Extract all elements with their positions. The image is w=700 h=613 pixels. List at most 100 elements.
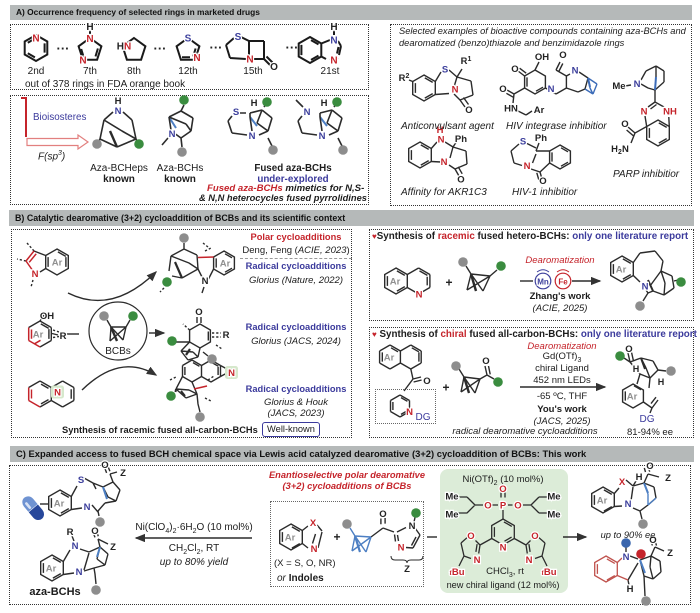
svg-text:H: H bbox=[321, 98, 328, 109]
svg-text:O: O bbox=[270, 62, 278, 73]
svg-text:N: N bbox=[526, 555, 533, 566]
svg-text:Z: Z bbox=[110, 542, 116, 553]
svg-text:N: N bbox=[330, 36, 337, 47]
svg-text:+: + bbox=[442, 381, 449, 395]
svg-text:N: N bbox=[524, 161, 531, 172]
svg-text:tBu: tBu bbox=[541, 567, 556, 578]
svg-text:Fe: Fe bbox=[558, 278, 568, 287]
svg-text:Z: Z bbox=[665, 473, 671, 484]
svg-text:Me: Me bbox=[445, 492, 458, 503]
svg-text:O: O bbox=[646, 461, 653, 472]
svg-text:Z: Z bbox=[120, 468, 126, 479]
svg-text:P: P bbox=[500, 501, 507, 512]
svg-text:S: S bbox=[520, 137, 526, 148]
svg-text:O: O bbox=[482, 356, 489, 367]
svg-text:O: O bbox=[467, 531, 474, 542]
svg-text:N: N bbox=[32, 269, 39, 280]
svg-text:···: ··· bbox=[57, 41, 70, 56]
svg-text:H: H bbox=[636, 472, 643, 483]
svg-text:S: S bbox=[78, 475, 84, 486]
svg-text:R2: R2 bbox=[399, 73, 410, 84]
svg-text:Ph: Ph bbox=[535, 133, 547, 144]
svg-text:H: H bbox=[437, 125, 444, 136]
svg-text:Ph: Ph bbox=[455, 134, 467, 145]
svg-text:Ar: Ar bbox=[46, 564, 57, 575]
svg-text:Z: Z bbox=[404, 564, 410, 575]
svg-text:O: O bbox=[559, 50, 566, 61]
svg-text:O: O bbox=[379, 509, 386, 520]
svg-text:OH: OH bbox=[535, 52, 549, 63]
svg-text:R: R bbox=[60, 331, 67, 342]
svg-text:N: N bbox=[623, 552, 630, 563]
svg-text:N: N bbox=[452, 85, 459, 96]
svg-text:O: O bbox=[195, 307, 202, 318]
svg-text:X: X bbox=[310, 518, 317, 529]
svg-text:+: + bbox=[445, 276, 452, 290]
svg-text:N: N bbox=[634, 79, 641, 90]
svg-text:N: N bbox=[441, 157, 448, 168]
svg-text:R1: R1 bbox=[461, 56, 472, 67]
svg-text:HN: HN bbox=[117, 42, 131, 53]
svg-text:N: N bbox=[84, 502, 91, 513]
svg-text:H: H bbox=[658, 377, 665, 387]
svg-text:O: O bbox=[499, 484, 506, 495]
svg-text:N: N bbox=[641, 107, 648, 118]
svg-text:N: N bbox=[409, 521, 416, 532]
svg-text:H: H bbox=[633, 364, 640, 374]
svg-text:N: N bbox=[548, 84, 555, 95]
svg-text:NH: NH bbox=[663, 107, 677, 118]
svg-text:N: N bbox=[79, 56, 86, 67]
svg-text:Ar: Ar bbox=[285, 533, 296, 544]
svg-text:R: R bbox=[223, 330, 230, 341]
svg-text:Me: Me bbox=[445, 510, 458, 521]
svg-text:Ar: Ar bbox=[54, 499, 65, 510]
svg-text:N: N bbox=[474, 555, 481, 566]
svg-text:O: O bbox=[625, 344, 632, 355]
svg-text:O: O bbox=[649, 535, 656, 546]
svg-text:O: O bbox=[465, 105, 472, 116]
svg-text:N: N bbox=[304, 107, 311, 118]
svg-text:tBu: tBu bbox=[449, 567, 464, 578]
svg-text:N: N bbox=[398, 543, 405, 554]
svg-text:Ar: Ar bbox=[616, 265, 627, 276]
svg-text:O: O bbox=[514, 501, 521, 512]
svg-text:N: N bbox=[330, 56, 337, 67]
svg-text:H2N: H2N bbox=[611, 144, 629, 156]
svg-text:H: H bbox=[251, 98, 258, 109]
svg-text:Ar: Ar bbox=[384, 353, 395, 364]
svg-text:S: S bbox=[442, 65, 448, 76]
svg-text:N: N bbox=[228, 368, 235, 379]
svg-text:OH: OH bbox=[40, 311, 54, 322]
svg-text:Me: Me bbox=[547, 492, 560, 503]
svg-text:···: ··· bbox=[286, 40, 299, 55]
svg-text:O: O bbox=[91, 526, 98, 537]
svg-text:N: N bbox=[72, 541, 79, 552]
svg-text:N: N bbox=[76, 567, 83, 578]
svg-text:N: N bbox=[169, 129, 176, 140]
svg-text:H: H bbox=[115, 96, 122, 107]
svg-text:Ar: Ar bbox=[52, 258, 63, 269]
svg-text:N: N bbox=[193, 53, 200, 64]
svg-text:N: N bbox=[86, 34, 93, 45]
svg-text:N: N bbox=[625, 499, 632, 510]
svg-text:S: S bbox=[185, 34, 192, 45]
svg-text:HN: HN bbox=[504, 104, 518, 115]
svg-text:Me: Me bbox=[547, 510, 560, 521]
svg-text:O: O bbox=[511, 64, 518, 75]
svg-text:Ar: Ar bbox=[220, 259, 231, 270]
svg-text:N: N bbox=[438, 135, 445, 146]
svg-text:Z: Z bbox=[667, 548, 673, 559]
svg-text:S: S bbox=[235, 32, 242, 43]
svg-text:H: H bbox=[86, 22, 93, 33]
svg-text:Me: Me bbox=[612, 81, 625, 92]
svg-text:O: O bbox=[621, 119, 628, 130]
svg-text:N: N bbox=[416, 290, 423, 301]
svg-text:N: N bbox=[311, 544, 318, 555]
svg-text:+: + bbox=[333, 530, 340, 544]
svg-text:N: N bbox=[202, 276, 209, 287]
svg-text:N: N bbox=[246, 55, 253, 66]
svg-text:Ar: Ar bbox=[33, 330, 44, 341]
svg-text:N: N bbox=[319, 131, 326, 142]
svg-text:Ar: Ar bbox=[597, 496, 608, 507]
svg-text:Ar: Ar bbox=[534, 105, 545, 116]
